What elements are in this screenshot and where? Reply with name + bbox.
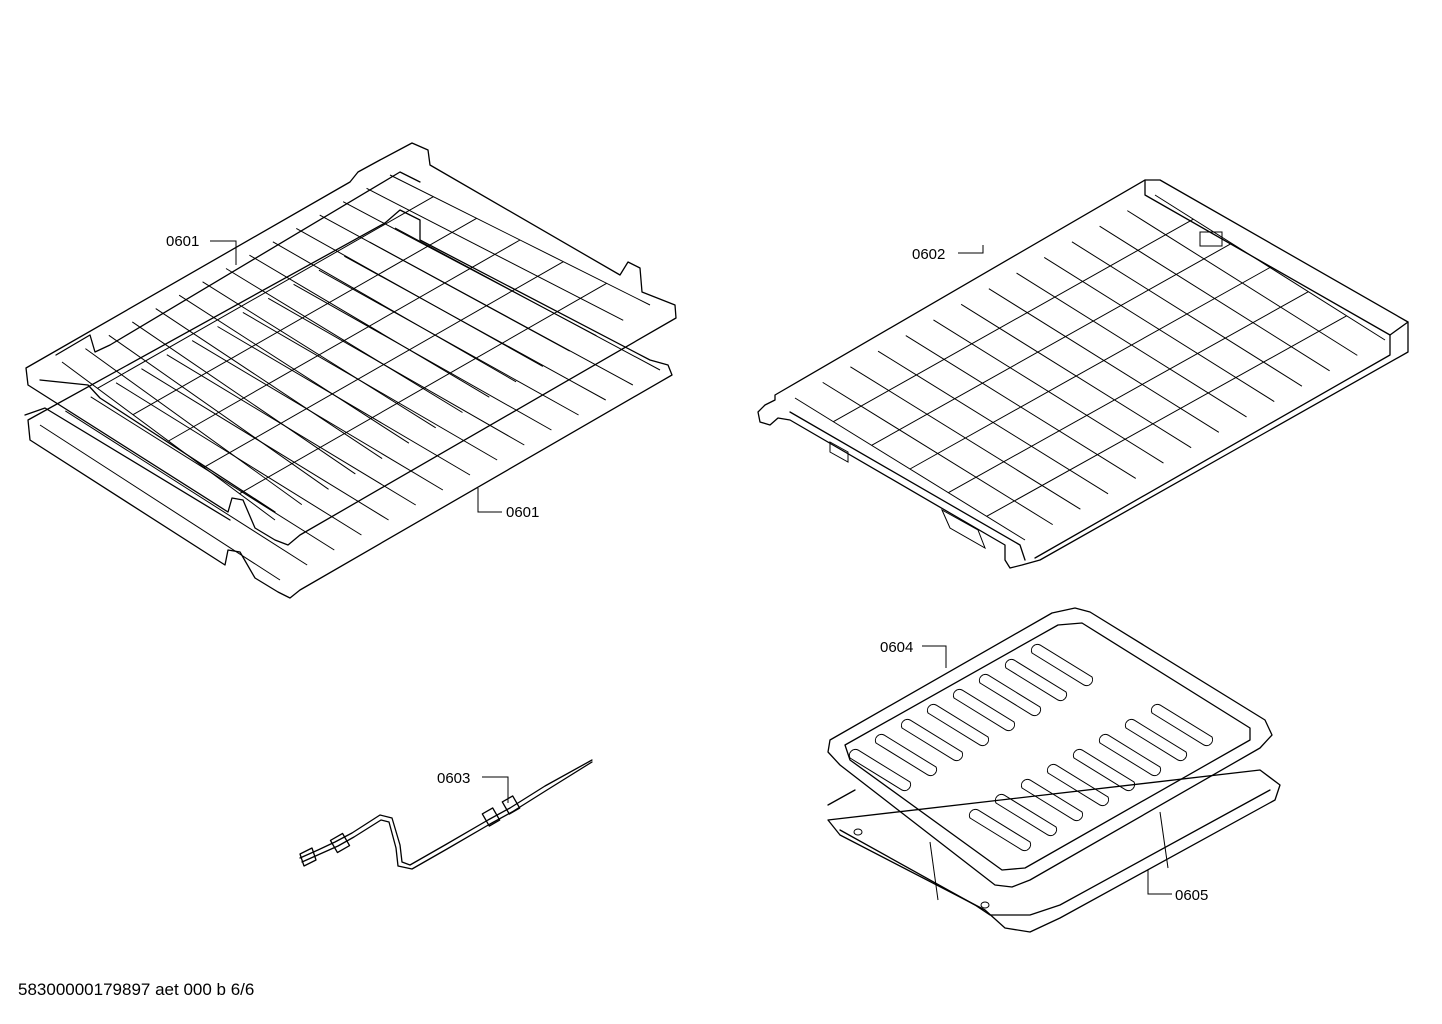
sliding-rack bbox=[757, 179, 1409, 569]
part-label-0601-upper: 0601 bbox=[166, 233, 199, 250]
part-label-0605: 0605 bbox=[1175, 887, 1208, 904]
meat-probe bbox=[299, 759, 593, 870]
part-label-0602: 0602 bbox=[912, 246, 945, 263]
drawing-code: 58300000179897 aet 000 b 6/6 bbox=[18, 980, 255, 999]
part-label-0604: 0604 bbox=[880, 639, 913, 656]
part-label-0601-lower: 0601 bbox=[506, 504, 539, 521]
leader-lines bbox=[210, 240, 1172, 895]
wire-rack-upper bbox=[24, 142, 677, 546]
part-label-0603: 0603 bbox=[437, 770, 470, 787]
broil-pan-tray bbox=[827, 769, 1281, 933]
broil-pan-insert bbox=[827, 607, 1273, 888]
